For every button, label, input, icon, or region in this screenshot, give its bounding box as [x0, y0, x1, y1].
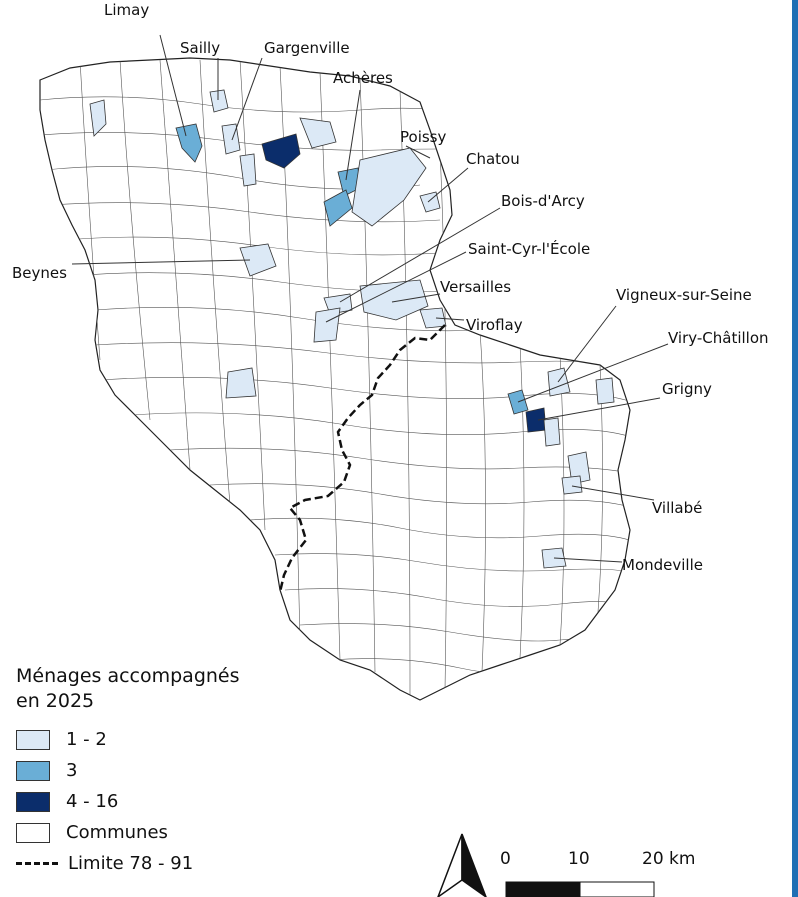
commune-boundaries — [40, 59, 630, 696]
legend-swatch — [16, 729, 50, 750]
commune-beynes — [239, 243, 277, 277]
boundary-78-91 — [278, 324, 446, 593]
legend-title: Ménages accompagnés en 2025 — [16, 665, 240, 712]
commune-ris — [543, 417, 561, 447]
legend-dash-line — [16, 862, 58, 865]
label-viroflay: Viroflay — [466, 316, 523, 334]
commune-versailles — [359, 279, 429, 321]
legend-item-3: 3 — [16, 755, 316, 786]
legend-swatch — [16, 822, 50, 843]
label-mondeville: Mondeville — [622, 556, 703, 574]
commune-draveil — [595, 377, 615, 405]
commune-vigneux — [547, 367, 571, 397]
label-poissy: Poissy — [400, 128, 446, 146]
commune-chatou — [419, 191, 441, 213]
label-grigny: Grigny — [662, 380, 712, 398]
legend: Ménages accompagnés en 2025 1 - 2 3 4 - … — [16, 664, 316, 879]
scale-tick-0: 0 — [500, 849, 511, 869]
scale-tick-10: 10 — [568, 849, 590, 869]
label-versailles: Versailles — [440, 278, 511, 296]
label-saint-cyr: Saint-Cyr-l'École — [468, 239, 590, 258]
legend-item-limite: Limite 78 - 91 — [16, 848, 316, 879]
legend-item-4-16: 4 - 16 — [16, 786, 316, 817]
commune-saint-cyr — [313, 307, 341, 343]
commune-grigny — [525, 407, 547, 433]
label-sailly: Sailly — [180, 39, 220, 57]
label-villabe: Villabé — [652, 499, 702, 517]
right-edge-band — [792, 0, 798, 897]
label-bois-darcy: Bois-d'Arcy — [501, 192, 585, 210]
commune-viroflay — [419, 307, 447, 329]
commune-sw-78 — [225, 367, 257, 399]
label-chatou: Chatou — [466, 150, 520, 168]
label-gargenville: Gargenville — [264, 39, 350, 57]
place-labels: Limay Sailly Gargenville Achères Poissy … — [12, 1, 769, 574]
legend-swatch — [16, 791, 50, 812]
commune-aubergenville — [239, 153, 257, 187]
label-viry: Viry-Châtillon — [668, 329, 769, 347]
label-acheres: Achères — [333, 69, 393, 87]
commune-meulan — [299, 117, 337, 149]
commune-evry — [567, 451, 591, 485]
commune-villabe — [561, 475, 583, 495]
department-outline — [39, 57, 631, 701]
legend-item-1-2: 1 - 2 — [16, 724, 316, 755]
label-beynes: Beynes — [12, 264, 67, 282]
commune-pole-mantes — [261, 133, 301, 169]
commune-north-west — [89, 99, 107, 137]
scale-bar-white — [579, 881, 655, 897]
leader-lines — [71, 34, 669, 563]
scale-and-north: 0 10 20 km — [437, 833, 695, 897]
label-limay: Limay — [104, 1, 149, 19]
scale-bar-black — [505, 881, 581, 897]
legend-swatch — [16, 760, 50, 781]
scale-tick-20: 20 km — [642, 849, 695, 869]
commune-conflans — [323, 189, 353, 227]
label-vigneux: Vigneux-sur-Seine — [616, 286, 752, 304]
north-arrow-icon — [437, 833, 487, 897]
commune-sailly — [209, 89, 229, 113]
commune-limay — [175, 123, 203, 163]
legend-item-communes: Communes — [16, 817, 316, 848]
